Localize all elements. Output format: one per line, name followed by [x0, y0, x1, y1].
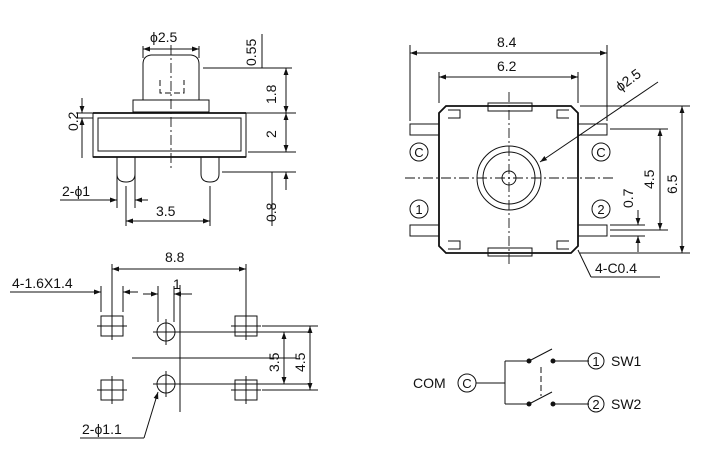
svg-text:C: C [414, 145, 423, 160]
dim-88: 8.8 [165, 249, 185, 265]
dia-leader [539, 81, 659, 163]
dim-holes: 2-ϕ1.1 [82, 421, 122, 437]
tab-bottom [487, 247, 533, 257]
pad-tr [231, 312, 261, 340]
dim-chamfer: 4-C0.4 [595, 260, 637, 276]
pcb-footprint: 8.8 4-1.6X1.4 1 3.5 4.5 2-ϕ1.1 [10, 249, 318, 439]
terminal-tl [409, 123, 440, 136]
tab-top [487, 102, 533, 112]
side-view: ϕ2.5 0.55 1.8 2 0.2 0.8 2-ϕ1 3.5 [60, 29, 296, 226]
clip-tl [448, 109, 461, 119]
svg-text:2: 2 [597, 202, 604, 217]
pad-br [231, 376, 261, 404]
dim-top-diameter: ϕ2.5 [150, 29, 178, 45]
dim-pads: 4-1.6X1.4 [12, 275, 73, 291]
com-pin-letter: C [462, 376, 471, 391]
dim-center-diameter: ϕ2.5 [612, 65, 644, 94]
switch-body-inner [97, 117, 242, 152]
clip-tr [556, 109, 569, 119]
dim-pad-pitch: 4.5 [292, 352, 308, 372]
dim-45: 4.5 [641, 169, 657, 189]
sw2-label: SW2 [611, 396, 642, 412]
sw1-label: SW1 [611, 353, 642, 369]
pin-marker-2: 2 [591, 199, 611, 219]
top-body-outline [438, 105, 579, 254]
pin-marker-c-right: C [591, 142, 611, 162]
pin-right [200, 157, 220, 183]
dim-2: 2 [263, 130, 279, 138]
svg-text:1: 1 [415, 202, 422, 217]
dim-02: 0.2 [65, 111, 81, 131]
terminal-br [577, 224, 608, 237]
hole-bottom [153, 371, 310, 397]
terminal-bl [409, 224, 440, 237]
dim-62: 6.2 [497, 58, 517, 74]
clip-bl [448, 240, 461, 250]
sw2-pin-marker [587, 395, 605, 413]
dim-84: 8.4 [497, 34, 517, 50]
clip-br [556, 240, 569, 250]
dim-055: 0.55 [243, 39, 259, 66]
hole-leader [143, 391, 159, 439]
com-label: COM [413, 375, 446, 391]
dim-pin-pitch: 3.5 [156, 203, 176, 219]
dim-07: 0.7 [620, 188, 636, 208]
top-view: 8.4 6.2 ϕ2.5 6.5 4.5 0.7 4-C0.4 C [405, 34, 690, 278]
chamfer-leader [577, 249, 592, 278]
sw2-contact [528, 391, 553, 405]
pad-bl [97, 376, 127, 404]
pin-left [116, 157, 136, 183]
pin-marker-1: 1 [409, 199, 429, 219]
hole-top [153, 319, 310, 345]
sw1-pin-number: 1 [592, 354, 599, 369]
switch-body [92, 112, 247, 158]
dim-pin-diameter: 2-ϕ1 [62, 183, 90, 199]
dim-65: 6.5 [664, 174, 680, 194]
dim-hole-pitch: 3.5 [266, 352, 282, 372]
pin-marker-c-left: C [409, 142, 429, 162]
pad-tl [97, 312, 127, 340]
dim-1: 1 [173, 276, 181, 292]
terminal-tr [577, 123, 608, 136]
sw1-pin-marker [587, 352, 605, 370]
dim-08: 0.8 [263, 202, 279, 222]
plunger-hidden-line [159, 80, 185, 94]
sw1-contact [528, 348, 553, 362]
svg-text:C: C [596, 145, 605, 160]
sw2-pin-number: 2 [592, 397, 599, 412]
dim-18: 1.8 [263, 84, 279, 104]
schematic: COM C 1 SW1 2 SW2 [413, 348, 642, 413]
